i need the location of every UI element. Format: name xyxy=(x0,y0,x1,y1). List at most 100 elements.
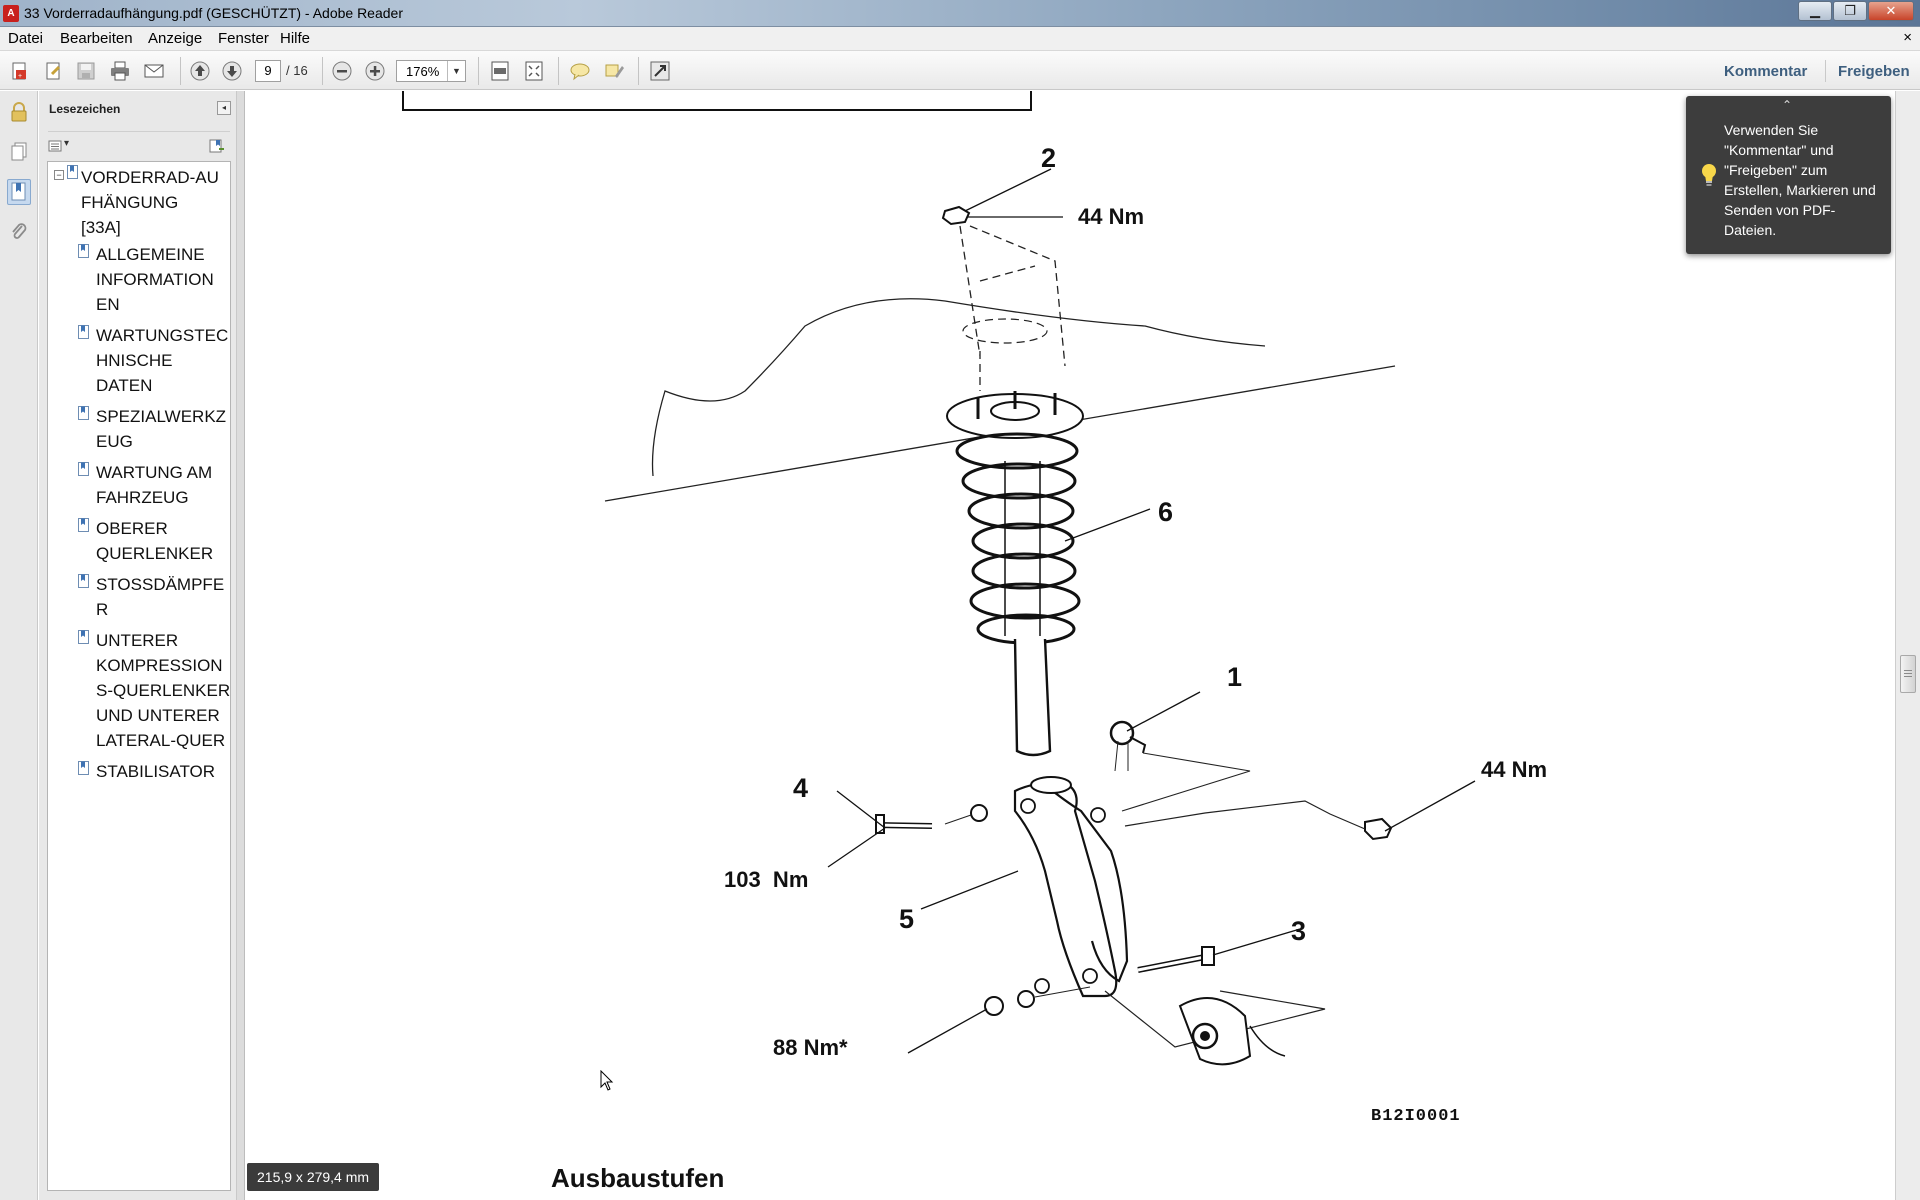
bookmarks-toolbar: ▾ xyxy=(48,131,230,153)
toolbar-separator xyxy=(558,57,559,85)
bookmark-item[interactable]: STABILISATOR xyxy=(96,759,230,784)
bookmark-icon xyxy=(78,406,89,420)
bookmark-icon xyxy=(78,761,89,775)
menu-anzeige[interactable]: Anzeige xyxy=(148,30,203,47)
minimize-button[interactable]: ▁ xyxy=(1798,1,1832,21)
lightbulb-icon xyxy=(1702,164,1716,186)
fit-page-button[interactable] xyxy=(488,59,512,83)
fit-width-button[interactable] xyxy=(522,59,546,83)
bookmark-item[interactable]: UNTERER KOMPRESSION S-QUERLENKER UND UNT… xyxy=(96,628,231,753)
bookmark-label: OBERER QUERLENKER xyxy=(96,519,214,563)
document-view[interactable]: 2 44 Nm 6 1 44 Nm 4 103 Nm 5 3 88 Nm* B1… xyxy=(245,91,1895,1200)
grip-line xyxy=(1904,676,1912,677)
highlight-button[interactable] xyxy=(602,59,626,83)
menu-datei[interactable]: Datei xyxy=(8,30,44,47)
bookmark-item[interactable]: STOSSDÄMPFE R xyxy=(96,572,230,622)
help-tooltip: ⌃ Verwenden Sie "Kommentar" und "Freigeb… xyxy=(1686,96,1891,254)
comment-icon xyxy=(570,63,590,81)
scrollbar-thumb[interactable] xyxy=(1900,655,1916,693)
figure-code: B12I0001 xyxy=(1371,1107,1461,1126)
bookmark-icon xyxy=(78,462,89,476)
kommentar-link[interactable]: Kommentar xyxy=(1724,63,1808,80)
bookmarks-panel: Lesezeichen ◂ ▾ − VORDERRAD-AU FHÄNGUNG … xyxy=(39,91,237,1200)
fit-page-icon xyxy=(491,61,509,81)
tooltip-close-caret-icon[interactable]: ⌃ xyxy=(1782,98,1793,112)
bookmark-tree: − VORDERRAD-AU FHÄNGUNG [33A] ALLGEMEINE… xyxy=(47,161,231,1191)
callout-6: 6 xyxy=(1158,497,1174,527)
chevron-down-icon[interactable]: ▼ xyxy=(447,61,465,81)
expand-bookmark-button[interactable] xyxy=(208,138,226,154)
bookmark-item[interactable]: WARTUNGSTEC HNISCHE DATEN xyxy=(96,323,230,398)
zoom-out-button[interactable] xyxy=(330,59,354,83)
grip-line xyxy=(1904,673,1912,674)
bookmark-label: UNTERER KOMPRESSION S-QUERLENKER UND UNT… xyxy=(96,631,231,750)
open-button[interactable] xyxy=(42,59,66,83)
zoom-select[interactable]: 176% ▼ xyxy=(396,60,466,82)
window-title: 33 Vorderradaufhängung.pdf (GESCHÜTZT) -… xyxy=(24,5,403,21)
bookmark-item[interactable]: ALLGEMEINE INFORMATION EN xyxy=(96,242,230,317)
vertical-scrollbar[interactable] xyxy=(1895,91,1920,1200)
save-button[interactable] xyxy=(74,59,98,83)
bookmarks-header: Lesezeichen xyxy=(49,102,121,116)
close-document-button[interactable]: × xyxy=(1903,29,1912,46)
page-number-input[interactable]: 9 xyxy=(255,60,281,82)
navigation-pane-strip xyxy=(0,91,38,1200)
bookmark-label: STABILISATOR xyxy=(96,762,216,781)
bookmark-icon xyxy=(78,630,89,644)
callout-5: 5 xyxy=(899,904,915,934)
next-page-button[interactable] xyxy=(220,59,244,83)
options-chevron-icon: ▾ xyxy=(64,138,70,149)
tree-collapse-toggle[interactable]: − xyxy=(54,170,64,180)
callout-2: 2 xyxy=(1041,143,1057,173)
previous-page-button[interactable] xyxy=(188,59,212,83)
bookmark-label: WARTUNGSTEC HNISCHE DATEN xyxy=(96,326,229,395)
next-page-icon xyxy=(222,61,242,81)
panel-splitter[interactable] xyxy=(237,91,245,1200)
menu-fenster[interactable]: Fenster xyxy=(218,30,269,47)
attachments-button[interactable] xyxy=(7,219,31,245)
email-icon xyxy=(144,64,164,78)
page-size-indicator: 215,9 x 279,4 mm xyxy=(247,1163,380,1191)
print-button[interactable] xyxy=(108,59,132,83)
bookmark-label: SPEZIALWERKZ EUG xyxy=(96,407,227,451)
zoom-value: 176% xyxy=(406,64,440,79)
comment-button[interactable] xyxy=(568,59,592,83)
maximize-button[interactable]: ❐ xyxy=(1833,1,1867,21)
email-button[interactable] xyxy=(142,59,166,83)
freigeben-link[interactable]: Freigeben xyxy=(1838,63,1910,80)
svg-text:+: + xyxy=(18,73,22,80)
bookmark-item[interactable]: VORDERRAD-AU FHÄNGUNG [33A] xyxy=(81,165,230,240)
toolbar-separator xyxy=(1825,60,1826,82)
options-icon xyxy=(48,140,62,152)
toolbar-separator xyxy=(478,57,479,85)
menu-bearbeiten[interactable]: Bearbeiten xyxy=(60,30,133,47)
bookmark-label: VORDERRAD-AU FHÄNGUNG [33A] xyxy=(81,168,219,237)
highlight-icon xyxy=(605,64,624,78)
lock-icon xyxy=(11,102,27,122)
bookmark-label: WARTUNG AM FAHRZEUG xyxy=(96,463,213,507)
adobe-reader-icon: A xyxy=(3,5,19,22)
bookmarks-button[interactable] xyxy=(7,179,31,205)
bookmark-item[interactable]: SPEZIALWERKZ EUG xyxy=(96,404,230,454)
grip-line xyxy=(1904,670,1912,671)
menu-hilfe[interactable]: Hilfe xyxy=(280,30,311,47)
zoom-out-icon xyxy=(332,61,352,81)
torque-top: 44 Nm xyxy=(1078,204,1145,229)
bookmark-options-button[interactable]: ▾ xyxy=(48,138,74,154)
zoom-in-button[interactable] xyxy=(363,59,387,83)
torque-left: 103 Nm xyxy=(724,867,809,892)
close-button[interactable]: ✕ xyxy=(1868,1,1914,21)
collapse-panel-button[interactable]: ◂ xyxy=(217,101,231,115)
menu-bar: Datei Bearbeiten Anzeige Fenster Hilfe × xyxy=(0,27,1920,51)
expand-bookmark-icon xyxy=(209,139,224,153)
full-screen-button[interactable] xyxy=(648,59,672,83)
create-pdf-button[interactable]: + xyxy=(8,59,32,83)
bookmark-item[interactable]: OBERER QUERLENKER xyxy=(96,516,230,566)
bookmark-item[interactable]: WARTUNG AM FAHRZEUG xyxy=(96,460,230,510)
security-button[interactable] xyxy=(7,99,31,125)
print-icon xyxy=(111,61,129,81)
pages-button[interactable] xyxy=(7,139,31,165)
toolbar: + 9 / 16 176% ▼ xyxy=(0,51,1920,90)
bookmark-icon xyxy=(78,574,89,588)
